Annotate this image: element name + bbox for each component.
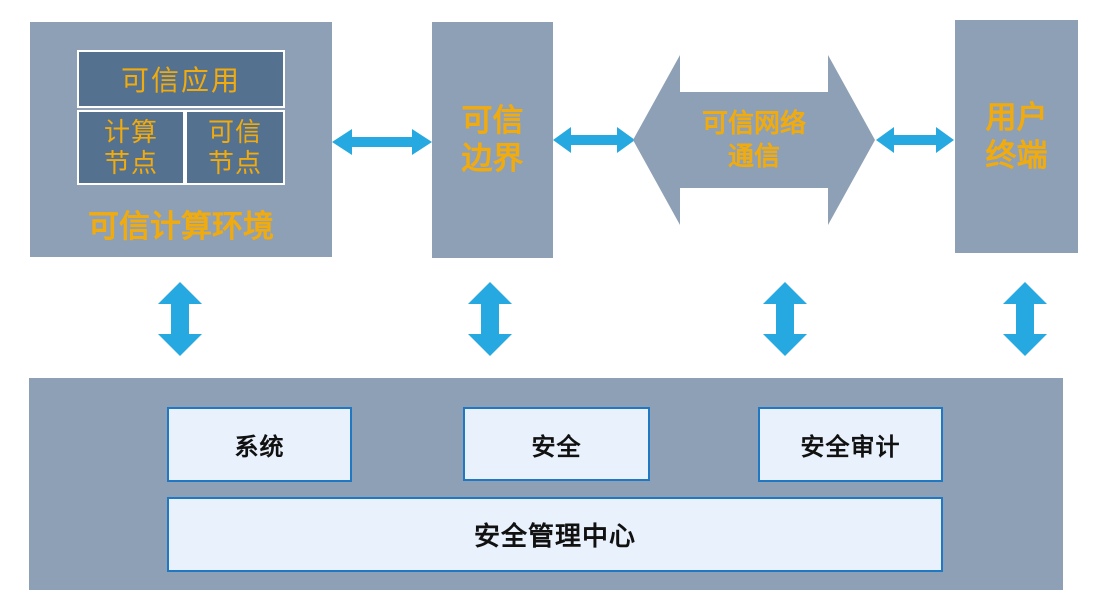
trusted-node-box: 可信 节点 (185, 110, 285, 185)
compute-node-box: 计算 节点 (77, 110, 185, 185)
module-audit-label: 安全审计 (800, 434, 901, 461)
arrow-boundary-network-icon (553, 127, 635, 153)
module-box-security: 安全 (463, 407, 650, 481)
module-box-audit: 安全审计 (758, 407, 943, 482)
trusted-network-label: 可信网络 通信 (701, 108, 806, 171)
mgmt-center-label: 安全管理中心 (473, 521, 636, 551)
trusted-computing-env-box: 可信应用 计算 节点 可信 节点 可信计算环境 (30, 22, 332, 257)
arrow-network-terminal-icon (876, 127, 954, 153)
trusted-network-arrow: 可信网络 通信 (663, 92, 845, 187)
vertical-arrow-env-icon (158, 282, 202, 356)
user-terminal-label: 用户 终端 (985, 99, 1048, 173)
trusted-boundary-label: 可信 边界 (461, 103, 524, 176)
trusted-app-label: 可信应用 (120, 65, 241, 96)
vertical-arrow-terminal-icon (1003, 282, 1047, 356)
computing-env-title: 可信计算环境 (88, 209, 274, 244)
vertical-arrow-network-icon (763, 282, 807, 356)
network-double-arrow-icon (633, 55, 875, 225)
trusted-boundary-box: 可信 边界 (432, 22, 553, 258)
mgmt-center-box: 安全管理中心 (167, 497, 943, 572)
module-security-label: 安全 (531, 433, 582, 461)
compute-node-label: 计算 节点 (103, 116, 158, 178)
trusted-node-label: 可信 节点 (207, 116, 262, 178)
vertical-arrow-boundary-icon (468, 282, 512, 356)
module-box-system: 系统 (167, 407, 352, 482)
user-terminal-box: 用户 终端 (955, 20, 1078, 253)
security-mgmt-section: 系统 安全 安全审计 安全管理中心 (29, 378, 1063, 590)
trusted-app-box: 可信应用 (77, 50, 285, 108)
arrow-env-boundary-icon (332, 129, 432, 155)
module-system-label: 系统 (234, 434, 285, 461)
